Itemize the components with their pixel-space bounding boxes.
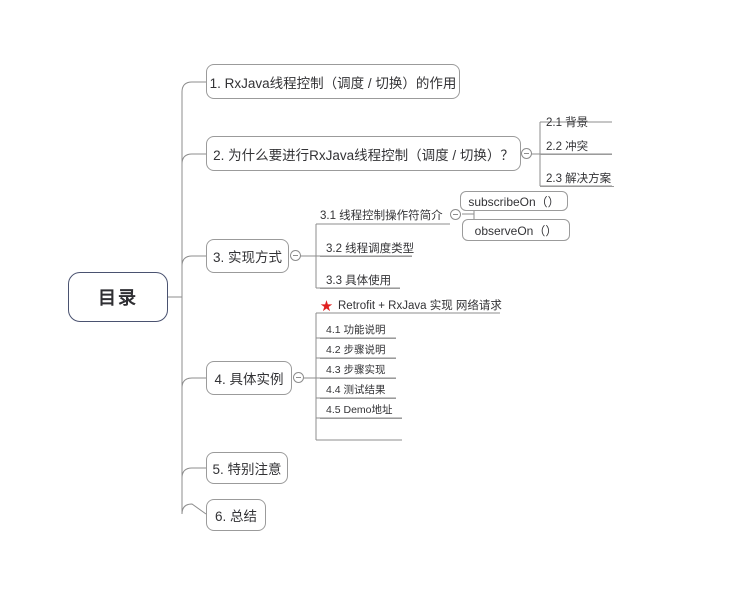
subnode-label-4-3: 4.3 步骤实现 xyxy=(326,364,386,376)
root-node[interactable]: 目录 xyxy=(68,272,168,322)
subnode-3-2[interactable]: 3.2 线程调度类型 xyxy=(320,239,415,257)
subnode-4-2[interactable]: 4.2 步骤说明 xyxy=(320,341,396,359)
branch-node-2[interactable]: 2. 为什么要进行RxJava线程控制（调度 / 切换）？ xyxy=(206,136,521,171)
subnode-label-2-1: 2.1 背景 xyxy=(546,117,589,129)
subnode-4-1[interactable]: 4.1 功能说明 xyxy=(320,321,396,339)
branch-label-4: 4. 具体实例 xyxy=(214,372,284,387)
subnode-3-1-2-observeon[interactable]: observeOn（） xyxy=(462,219,570,241)
branch-label-1: 1. RxJava线程控制（调度 / 切换）的作用 xyxy=(209,75,457,91)
subnode-2-3[interactable]: 2.3 解决方案 xyxy=(540,169,614,187)
subnode-label-subscribeon: subscribeOn（） xyxy=(468,194,560,209)
branch-node-1[interactable]: 1. RxJava线程控制（调度 / 切换）的作用 xyxy=(206,64,460,99)
subnode-3-1-1-subscribeon[interactable]: subscribeOn（） xyxy=(460,191,568,211)
subnode-2-1[interactable]: 2.1 背景 xyxy=(540,113,588,131)
branch-node-4[interactable]: 4. 具体实例 xyxy=(206,361,292,395)
collapse-toggle-subnode-3-1[interactable] xyxy=(450,209,461,220)
branch-node-3[interactable]: 3. 实现方式 xyxy=(206,239,289,273)
subnode-label-4-1: 4.1 功能说明 xyxy=(326,324,386,336)
collapse-toggle-branch-3[interactable] xyxy=(290,250,301,261)
subnode-label-4-5: 4.5 Demo地址 xyxy=(326,404,393,416)
branch-node-5[interactable]: 5. 特别注意 xyxy=(206,452,288,484)
subnode-4-5[interactable]: 4.5 Demo地址 xyxy=(320,401,402,419)
subnode-label-4-featured: Retrofit + RxJava 实现 网络请求 xyxy=(338,300,502,312)
branch-label-3: 3. 实现方式 xyxy=(212,250,282,265)
root-label: 目录 xyxy=(98,288,138,308)
subnode-label-4-4: 4.4 测试结果 xyxy=(326,384,386,396)
subnode-4-4[interactable]: 4.4 测试结果 xyxy=(320,381,396,399)
subnode-4-3[interactable]: 4.3 步骤实现 xyxy=(320,361,396,379)
branch-label-5: 5. 特别注意 xyxy=(212,462,282,477)
branch-label-2: 2. 为什么要进行RxJava线程控制（调度 / 切换）？ xyxy=(213,147,514,163)
subnode-label-4-2: 4.2 步骤说明 xyxy=(326,344,386,356)
subnode-4-featured[interactable]: Retrofit + RxJava 实现 网络请求 xyxy=(336,296,502,314)
collapse-toggle-branch-2[interactable] xyxy=(521,148,532,159)
subnode-label-2-2: 2.2 冲突 xyxy=(546,140,589,153)
star-icon: ★ xyxy=(319,298,334,315)
collapse-toggle-branch-4[interactable] xyxy=(293,372,304,383)
subnode-label-3-1: 3.1 线程控制操作符简介 xyxy=(320,210,443,222)
branch-label-6: 6. 总结 xyxy=(214,509,257,524)
subnode-3-1[interactable]: 3.1 线程控制操作符简介 xyxy=(320,206,443,224)
subnode-3-3[interactable]: 3.3 具体使用 xyxy=(320,271,400,289)
subnode-label-3-2: 3.2 线程调度类型 xyxy=(326,242,415,255)
subnode-2-2[interactable]: 2.2 冲突 xyxy=(540,137,612,155)
subnode-label-observeon: observeOn（） xyxy=(474,223,558,238)
subnode-label-3-3: 3.3 具体使用 xyxy=(326,274,392,287)
branch-node-6[interactable]: 6. 总结 xyxy=(206,499,266,531)
subnode-label-2-3: 2.3 解决方案 xyxy=(546,172,612,185)
